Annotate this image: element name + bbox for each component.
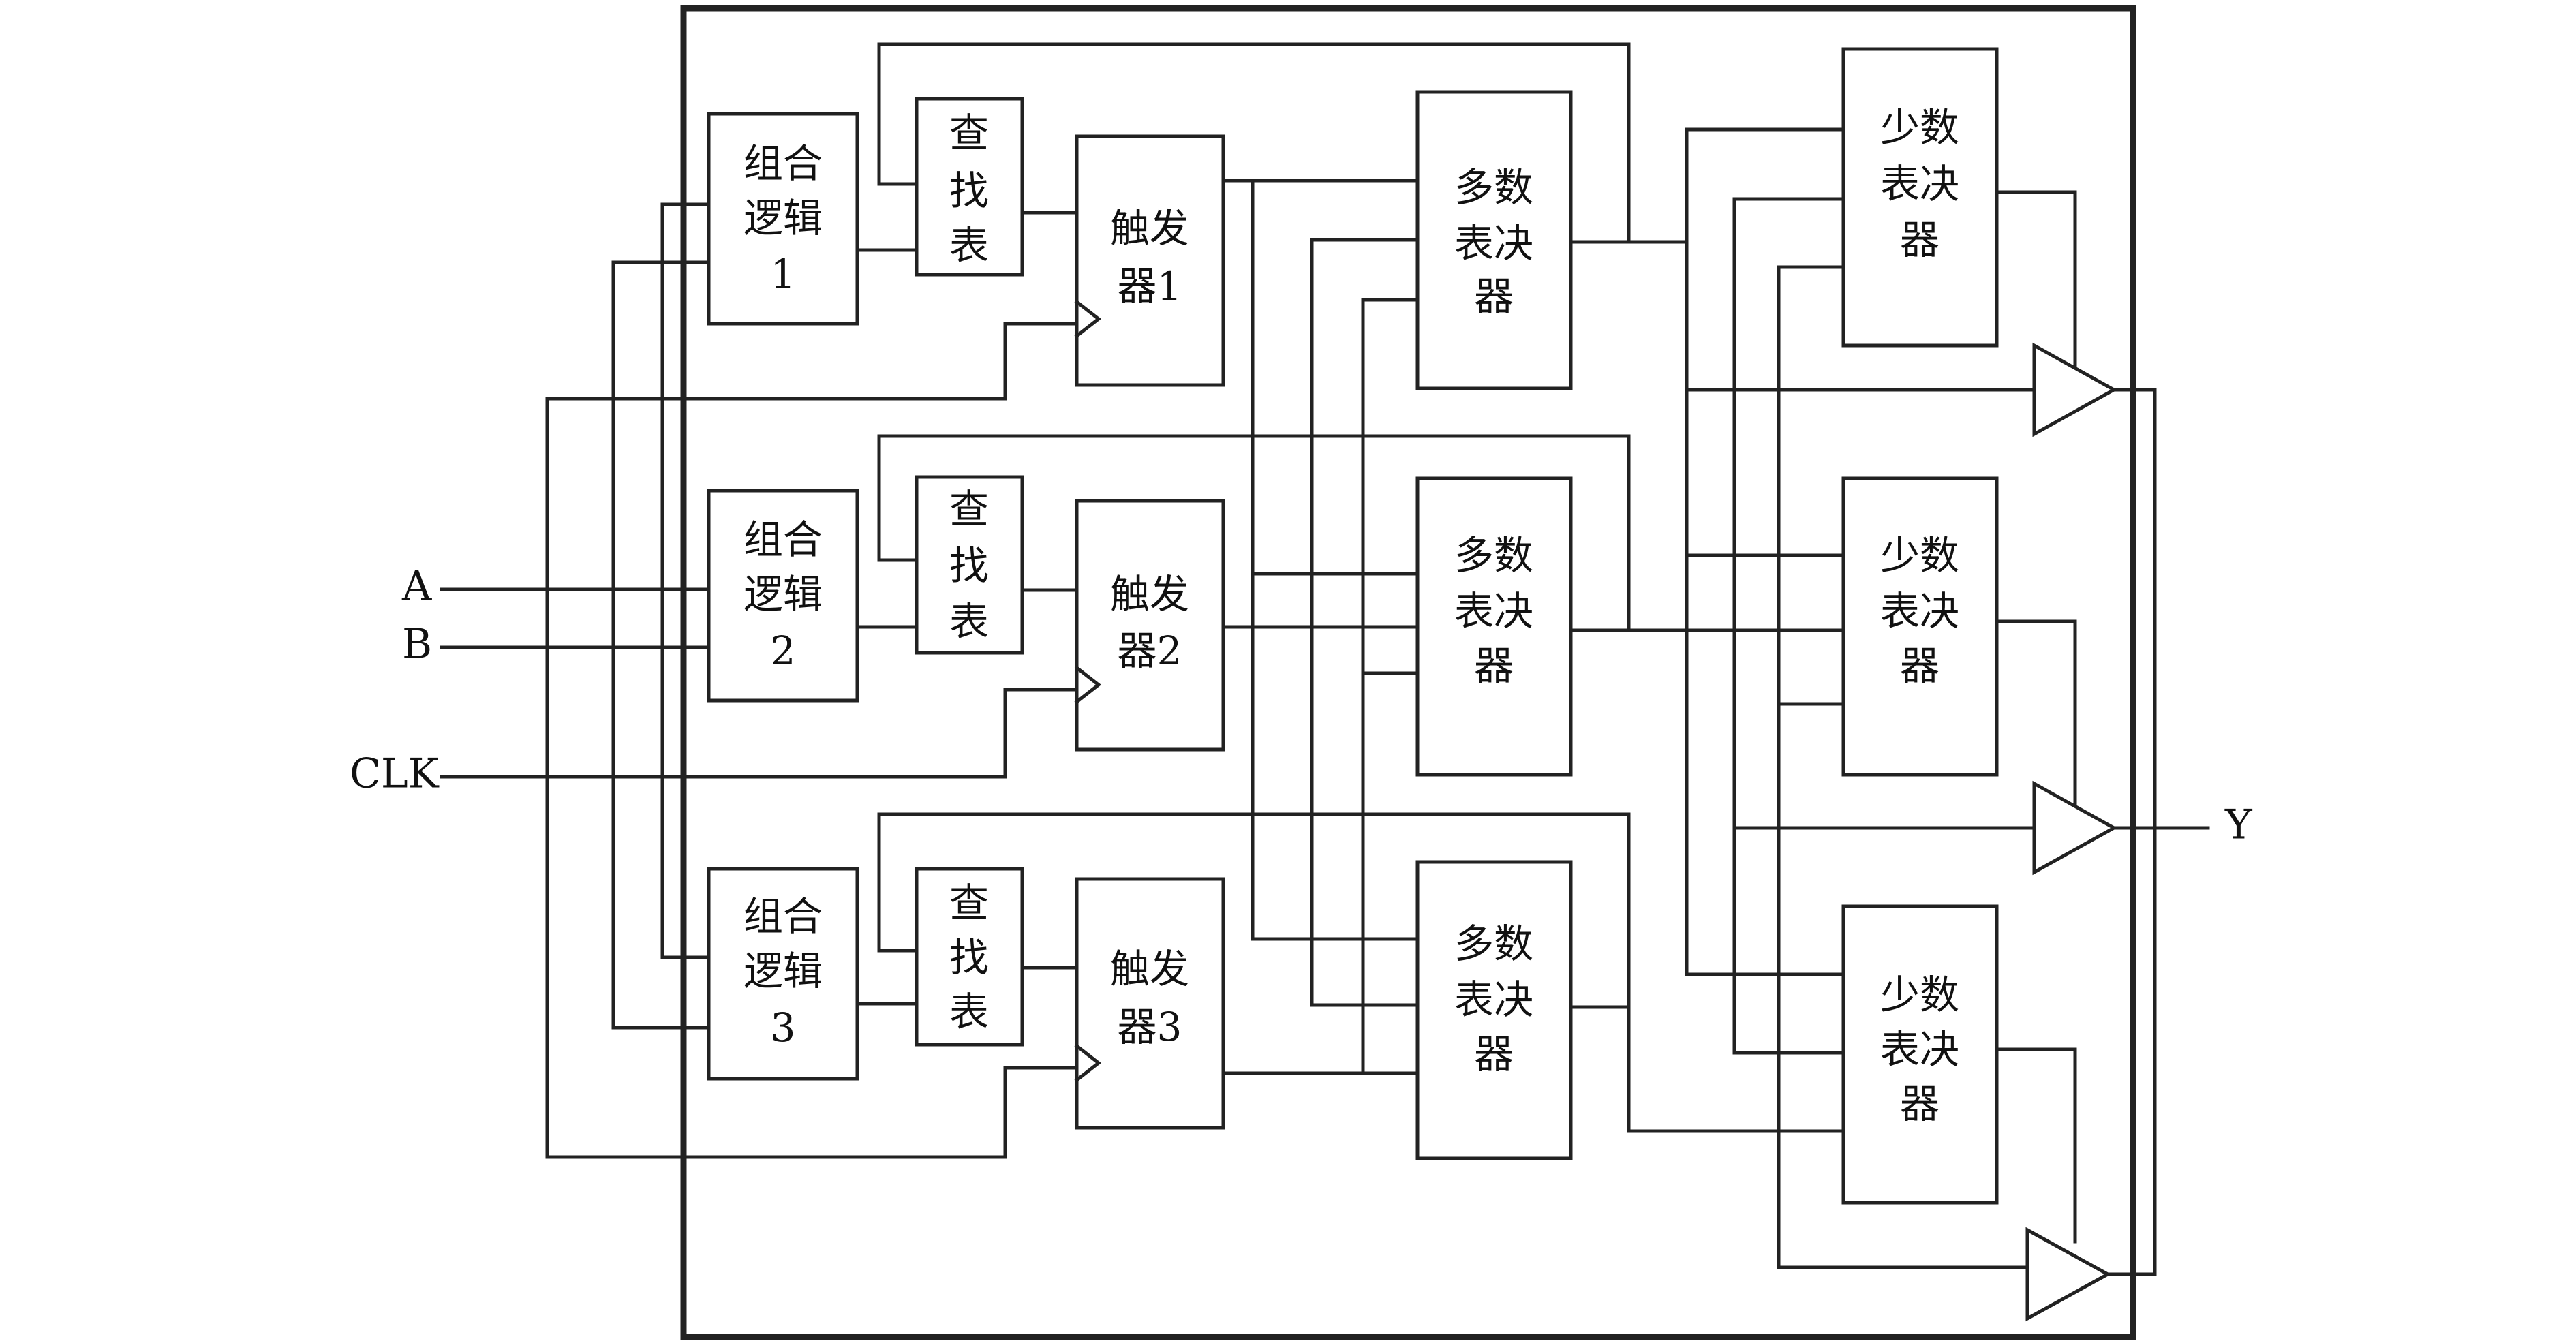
majority-voter-2-line3: 器 xyxy=(1474,643,1514,689)
majority-voter-2: 多数 表决 器 xyxy=(1415,476,1573,777)
tristate-buffer-2 xyxy=(2032,780,2118,876)
logic-block-2-line1: 组合 xyxy=(743,517,823,563)
majority-voter-2-line2: 表决 xyxy=(1454,588,1533,634)
wire-min3-enable xyxy=(1995,1047,2077,1244)
flip-flop-2-line1: 触发 xyxy=(1110,571,1189,617)
lookup-table-3-line2: 找 xyxy=(949,934,989,981)
tristate-buffer-3 xyxy=(2025,1227,2112,1322)
lookup-table-3-line3: 表 xyxy=(949,989,989,1035)
wire-clk-to-ff1 xyxy=(545,322,1079,401)
majority-voter-1-line1: 多数 xyxy=(1454,164,1533,211)
flip-flop-1-line2: 器1 xyxy=(1118,263,1182,309)
lookup-table-3-line1: 查 xyxy=(949,880,989,926)
wire-min1-enable xyxy=(1995,190,2077,368)
majority-voter-2-line1: 多数 xyxy=(1454,532,1533,579)
minority-voter-2-line2: 表决 xyxy=(1880,588,1959,634)
logic-block-1-line1: 组合 xyxy=(743,140,823,187)
minority-voter-3: 少数 表决 器 xyxy=(1841,904,1999,1205)
minority-voter-1-line3: 器 xyxy=(1900,217,1939,263)
logic-block-3-line2: 逻辑 xyxy=(743,948,823,994)
logic-block-2-line2: 逻辑 xyxy=(743,571,823,617)
lookup-table-1-line1: 查 xyxy=(949,110,989,156)
flip-flop-2-line2: 器2 xyxy=(1118,628,1182,674)
flip-flop-1: 触发 器1 xyxy=(1074,134,1225,387)
logic-block-1-line2: 逻辑 xyxy=(743,195,823,241)
majority-voter-1-line3: 器 xyxy=(1474,273,1514,320)
lookup-table-2-line2: 找 xyxy=(949,542,989,589)
clock-triangle-3 xyxy=(1074,1043,1102,1083)
majority-voter-1: 多数 表决 器 xyxy=(1415,90,1573,390)
input-label-clk: CLK xyxy=(350,750,440,798)
minority-voter-3-line3: 器 xyxy=(1900,1081,1939,1127)
lookup-table-2-line1: 查 xyxy=(949,486,989,532)
clock-triangle-2 xyxy=(1074,665,1102,705)
input-label-b: B xyxy=(402,621,432,668)
minority-voter-3-line1: 少数 xyxy=(1880,972,1959,1018)
wires xyxy=(440,42,2210,1276)
wire-min2-enable xyxy=(1995,619,2077,806)
logic-block-3-line3: 3 xyxy=(771,1004,796,1051)
flip-flop-3: 触发 器3 xyxy=(1074,877,1225,1130)
wire-feedback-3 xyxy=(877,812,1631,1009)
flip-flop-1-line1: 触发 xyxy=(1110,205,1189,251)
majority-voter-1-line2: 表决 xyxy=(1454,220,1533,266)
chip-boundary xyxy=(680,5,2136,1340)
logic-block-2-line3: 2 xyxy=(771,628,796,674)
minority-voter-2-line3: 器 xyxy=(1900,643,1939,689)
minority-voter-1: 少数 表决 器 xyxy=(1841,47,1999,348)
clock-triangle-1 xyxy=(1074,299,1102,339)
wire-feedback-2 xyxy=(877,434,1631,632)
logic-block-1: 组合 逻辑 1 xyxy=(707,112,859,326)
logic-block-2: 组合 逻辑 2 xyxy=(707,489,859,703)
lookup-table-1-line2: 找 xyxy=(949,168,989,214)
majority-voter-3-line2: 表决 xyxy=(1454,976,1533,1023)
lookup-table-1: 查 找 表 xyxy=(915,97,1024,277)
minority-voter-3-line2: 表决 xyxy=(1880,1026,1959,1073)
flip-flop-3-line2: 器3 xyxy=(1118,1004,1182,1050)
lookup-table-2: 查 找 表 xyxy=(915,475,1024,655)
logic-block-3-line1: 组合 xyxy=(743,893,823,940)
lookup-table-2-line3: 表 xyxy=(949,598,989,645)
wire-clk-to-ff3 xyxy=(545,1066,1079,1159)
majority-voter-3-line3: 器 xyxy=(1474,1031,1514,1077)
input-label-a: A xyxy=(401,563,432,611)
wire-clk-in xyxy=(440,688,1079,779)
flip-flop-2: 触发 器2 xyxy=(1074,499,1225,752)
lookup-table-1-line3: 表 xyxy=(949,222,989,268)
majority-voter-3-line1: 多数 xyxy=(1454,921,1533,967)
minority-voter-2: 少数 表决 器 xyxy=(1841,476,1999,777)
logic-block-3: 组合 逻辑 3 xyxy=(707,867,859,1081)
logic-block-1-line3: 1 xyxy=(771,251,796,297)
tristate-buffer-1 xyxy=(2032,342,2118,437)
output-label-y: Y xyxy=(2224,801,2253,849)
wire-voter3-out xyxy=(1569,1005,1845,1133)
minority-voter-1-line1: 少数 xyxy=(1880,104,1959,151)
lookup-table-3: 查 找 表 xyxy=(915,867,1024,1047)
minority-voter-2-line1: 少数 xyxy=(1880,532,1959,579)
majority-voter-3: 多数 表决 器 xyxy=(1415,860,1573,1160)
wire-feedback-1 xyxy=(877,42,1631,244)
flip-flop-3-line1: 触发 xyxy=(1110,946,1189,992)
minority-voter-1-line2: 表决 xyxy=(1880,161,1959,207)
